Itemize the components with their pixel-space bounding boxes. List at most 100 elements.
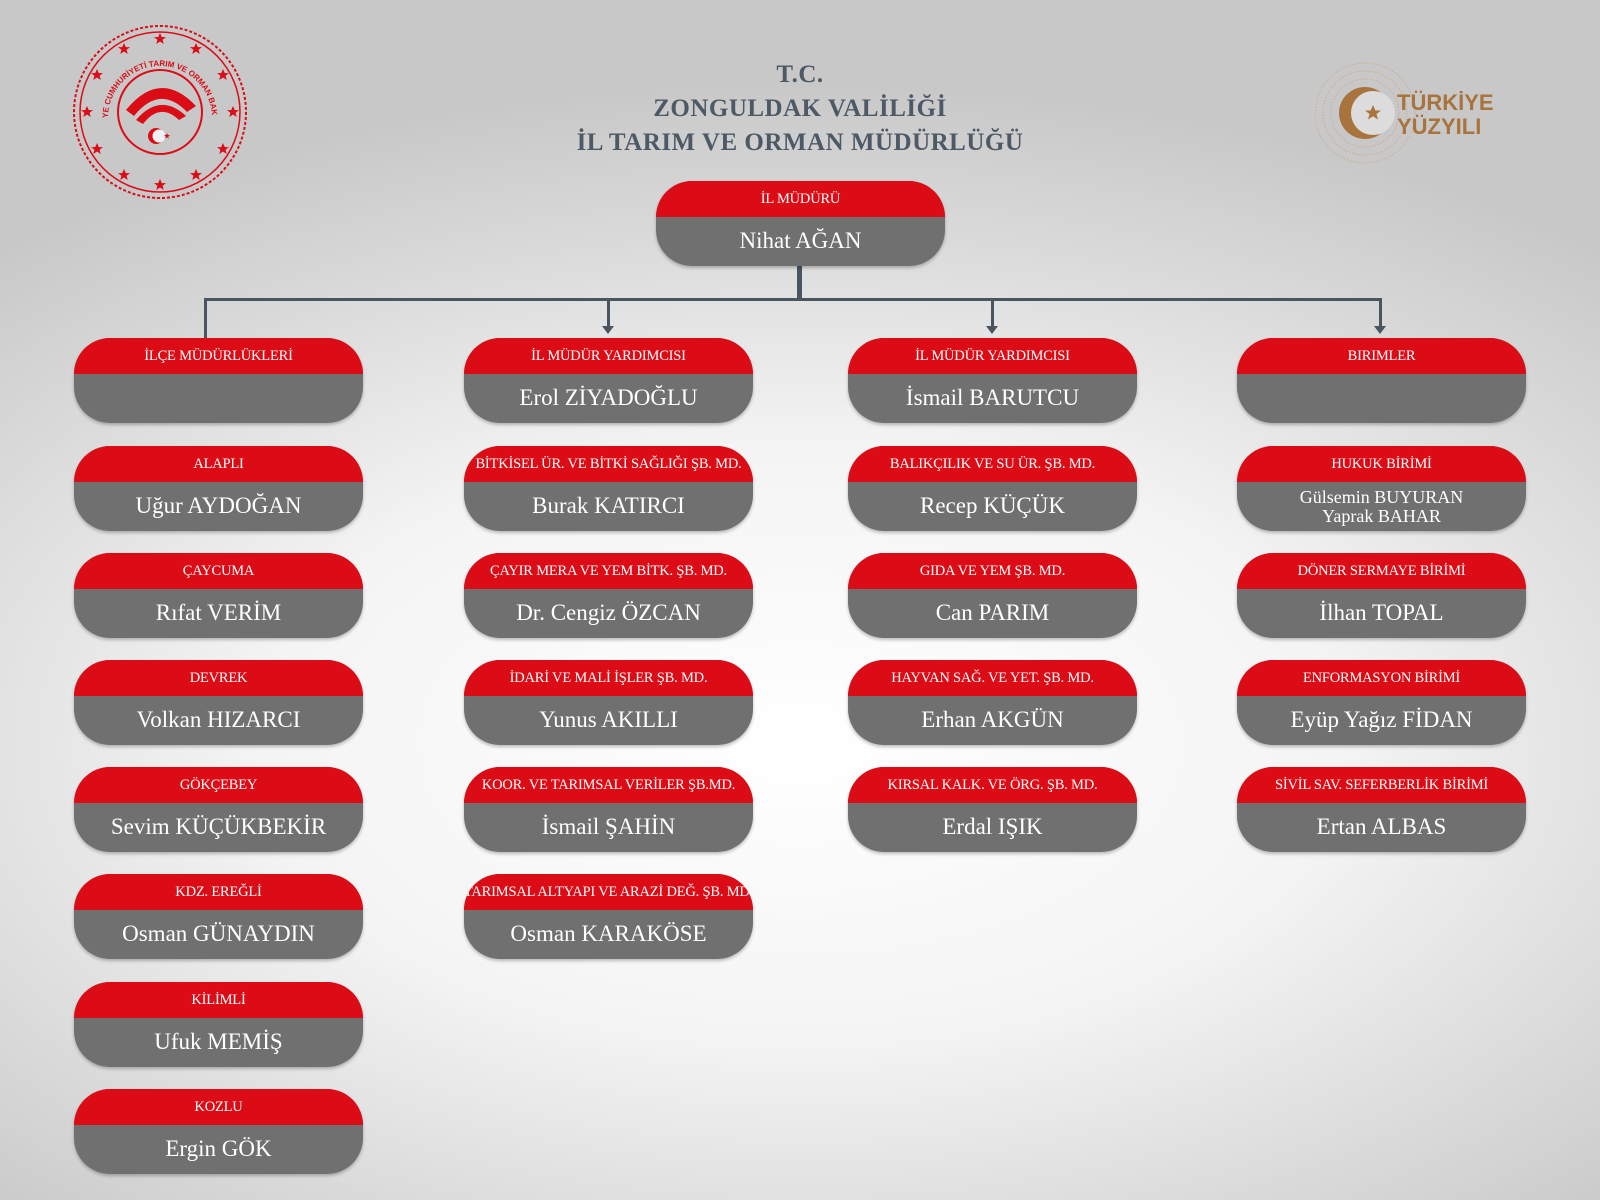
unit-title: GÖKÇEBEY	[74, 767, 363, 803]
person-name: Osman KARAKÖSE	[510, 921, 707, 947]
unit-title: ALAPLI	[74, 446, 363, 482]
person-name: İsmail BARUTCU	[905, 385, 1080, 411]
person-names: Ufuk MEMİŞ	[74, 1018, 363, 1067]
unit-box: KDZ. EREĞLİ Osman GÜNAYDIN	[74, 874, 363, 959]
title-directorate: İL TARIM VE ORMAN MÜDÜRLÜĞÜ	[576, 129, 1024, 156]
person-names: Recep KÜÇÜK	[848, 482, 1137, 531]
unit-title: İDARİ VE MALİ İŞLER ŞB. MD.	[464, 660, 753, 696]
unit-title: GIDA VE YEM ŞB. MD.	[848, 553, 1137, 589]
person-names: Can PARIM	[848, 589, 1137, 638]
unit-box: ENFORMASYON BİRİMİ Eyüp Yağız FİDAN	[1237, 660, 1526, 745]
unit-title: BİTKİSEL ÜR. VE BİTKİ SAĞLIĞI ŞB. MD.	[464, 446, 753, 482]
person-names	[1237, 374, 1526, 423]
person-names: Uğur AYDOĞAN	[74, 482, 363, 531]
unit-box: KİLİMLİ Ufuk MEMİŞ	[74, 982, 363, 1067]
person-name: İlhan TOPAL	[1319, 600, 1444, 626]
director-name: Nihat AĞAN	[739, 228, 862, 254]
unit-title: KOOR. VE TARIMSAL VERİLER ŞB.MD.	[464, 767, 753, 803]
unit-box: DÖNER SERMAYE BİRİMİ İlhan TOPAL	[1237, 553, 1526, 638]
column-head-box: İLÇE MÜDÜRLÜKLERİ	[74, 338, 363, 423]
unit-box: BİTKİSEL ÜR. VE BİTKİ SAĞLIĞI ŞB. MD. Bur…	[464, 446, 753, 531]
unit-title: ENFORMASYON BİRİMİ	[1237, 660, 1526, 696]
unit-box: ÇAYIR MERA VE YEM BİTK. ŞB. MD. Dr. Cengi…	[464, 553, 753, 638]
crescent-star-icon	[148, 128, 170, 144]
person-names: Volkan HIZARCI	[74, 696, 363, 745]
person-name: Osman GÜNAYDIN	[122, 921, 315, 947]
connector-drop-3	[991, 298, 994, 328]
unit-title: SİVİL SAV. SEFERBERLİK BİRİMİ	[1237, 767, 1526, 803]
person-name: Dr. Cengiz ÖZCAN	[516, 600, 701, 626]
person-names: Yunus AKILLI	[464, 696, 753, 745]
arrow-down-icon	[602, 326, 614, 334]
connector-horizontal	[204, 298, 1382, 301]
person-names: Ertan ALBAS	[1237, 803, 1526, 852]
unit-title: İL MÜDÜR YARDIMCISI	[848, 338, 1137, 374]
person-name: Can PARIM	[935, 600, 1050, 626]
unit-title: KDZ. EREĞLİ	[74, 874, 363, 910]
arrow-down-icon	[986, 326, 998, 334]
person-name: Ertan ALBAS	[1316, 814, 1447, 840]
unit-title: BIRIMLER	[1237, 338, 1526, 374]
unit-box: SİVİL SAV. SEFERBERLİK BİRİMİ Ertan ALBAS	[1237, 767, 1526, 852]
arrow-down-icon	[1374, 326, 1386, 334]
person-names	[74, 374, 363, 423]
person-names: Osman KARAKÖSE	[464, 910, 753, 959]
person-names: Dr. Cengiz ÖZCAN	[464, 589, 753, 638]
person-names: İsmail BARUTCU	[848, 374, 1137, 423]
director-box: İL MÜDÜRÜ Nihat AĞAN	[656, 181, 945, 266]
director-title: İL MÜDÜRÜ	[656, 181, 945, 217]
title-governorship: ZONGULDAK VALİLİĞİ	[653, 95, 947, 122]
unit-box: BALIKÇILIK VE SU ÜR. ŞB. MD. Recep KÜÇÜK	[848, 446, 1137, 531]
person-name: Erol ZİYADOĞLU	[519, 385, 698, 411]
column-head-box: İL MÜDÜR YARDIMCISI İsmail BARUTCU	[848, 338, 1137, 423]
unit-title: ÇAYIR MERA VE YEM BİTK. ŞB. MD.	[464, 553, 753, 589]
unit-title: HUKUK BİRİMİ	[1237, 446, 1526, 482]
person-names: İsmail ŞAHİN	[464, 803, 753, 852]
person-name: Yaprak BAHAR	[1322, 505, 1441, 526]
title-tc: T.C.	[776, 61, 824, 88]
connector-drop-1	[204, 298, 207, 338]
column-head-box: BIRIMLER	[1237, 338, 1526, 423]
unit-box: KOOR. VE TARIMSAL VERİLER ŞB.MD. İsmail Ş…	[464, 767, 753, 852]
unit-title: DÖNER SERMAYE BİRİMİ	[1237, 553, 1526, 589]
unit-box: GIDA VE YEM ŞB. MD. Can PARIM	[848, 553, 1137, 638]
unit-title: HAYVAN SAĞ. VE YET. ŞB. MD.	[848, 660, 1137, 696]
person-name: Uğur AYDOĞAN	[135, 493, 302, 519]
person-names: İlhan TOPAL	[1237, 589, 1526, 638]
person-names: Ergin GÖK	[74, 1125, 363, 1174]
unit-box: ALAPLI Uğur AYDOĞAN	[74, 446, 363, 531]
person-name: Gülsemin BUYURAN	[1299, 486, 1464, 507]
person-names: Erdal IŞIK	[848, 803, 1137, 852]
person-names: Rıfat VERİM	[74, 589, 363, 638]
unit-title: KOZLU	[74, 1089, 363, 1125]
person-names: Osman GÜNAYDIN	[74, 910, 363, 959]
person-name: Erhan AKGÜN	[921, 707, 1064, 733]
logo-text-turkiye: TÜRKİYE	[1397, 90, 1494, 115]
unit-box: KIRSAL KALK. VE ÖRG. ŞB. MD.Erdal IŞIK	[848, 767, 1137, 852]
person-name: İsmail ŞAHİN	[541, 814, 676, 840]
person-name: Eyüp Yağız FİDAN	[1290, 707, 1473, 733]
unit-title: BALIKÇILIK VE SU ÜR. ŞB. MD.	[848, 446, 1137, 482]
person-names: Erhan AKGÜN	[848, 696, 1137, 745]
person-names: Sevim KÜÇÜKBEKİR	[74, 803, 363, 852]
person-names: Burak KATIRCI	[464, 482, 753, 531]
ministry-seal-logo: TÜRKİYE CUMHURİYETİ TARIM VE ORMAN BAKAN…	[70, 22, 247, 199]
person-name: Volkan HIZARCI	[136, 707, 301, 733]
unit-box: TARIMSAL ALTYAPI VE ARAZİ DEĞ. ŞB. MD.Os…	[464, 874, 753, 959]
unit-box: İDARİ VE MALİ İŞLER ŞB. MD. Yunus AKILLI	[464, 660, 753, 745]
logo-text-yuzyili: YÜZYILI	[1397, 114, 1481, 139]
unit-title: İLÇE MÜDÜRLÜKLERİ	[74, 338, 363, 374]
unit-title: ÇAYCUMA	[74, 553, 363, 589]
person-name: Recep KÜÇÜK	[920, 493, 1065, 519]
person-names: Eyüp Yağız FİDAN	[1237, 696, 1526, 745]
unit-title: KİLİMLİ	[74, 982, 363, 1018]
unit-title: İL MÜDÜR YARDIMCISI	[464, 338, 753, 374]
person-name: Yunus AKILLI	[539, 707, 678, 733]
person-name: Ufuk MEMİŞ	[154, 1029, 283, 1055]
person-name: Burak KATIRCI	[532, 493, 685, 519]
